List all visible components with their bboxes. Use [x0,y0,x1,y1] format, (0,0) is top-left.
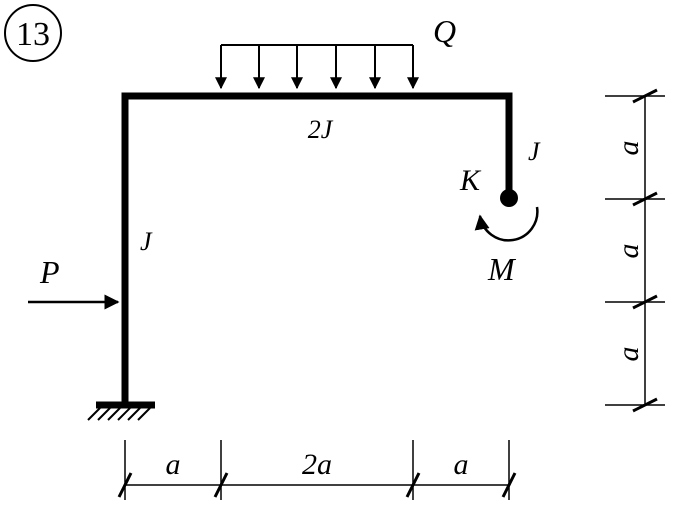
right-dim-label-2: a [612,244,645,259]
bottom-dim-label-2: 2a [302,448,332,481]
bottom-dimension [117,440,517,500]
moment-m-label: M [487,251,517,287]
problem-number: 13 [16,16,50,53]
right-dim-label-3: a [612,347,645,362]
beam-rigidity-label: 2J [308,115,334,144]
fixed-support [87,401,155,421]
force-p-label: P [39,254,60,290]
point-k-label: K [459,164,482,197]
bottom-dim-label-3: a [454,448,469,481]
frame-members [121,92,513,409]
right-column-rigidity-label: J [528,137,541,166]
problem-number-badge: 13 [4,4,62,62]
left-column-rigidity-label: J [140,227,153,256]
right-dim-label-1: a [612,141,645,156]
point-k-node [500,189,518,207]
right-dimension [605,88,665,413]
moment-m-arrow [474,206,539,242]
load-q-label: Q [433,13,456,49]
bottom-dim-label-1: a [166,448,181,481]
distributed-load [215,44,419,90]
